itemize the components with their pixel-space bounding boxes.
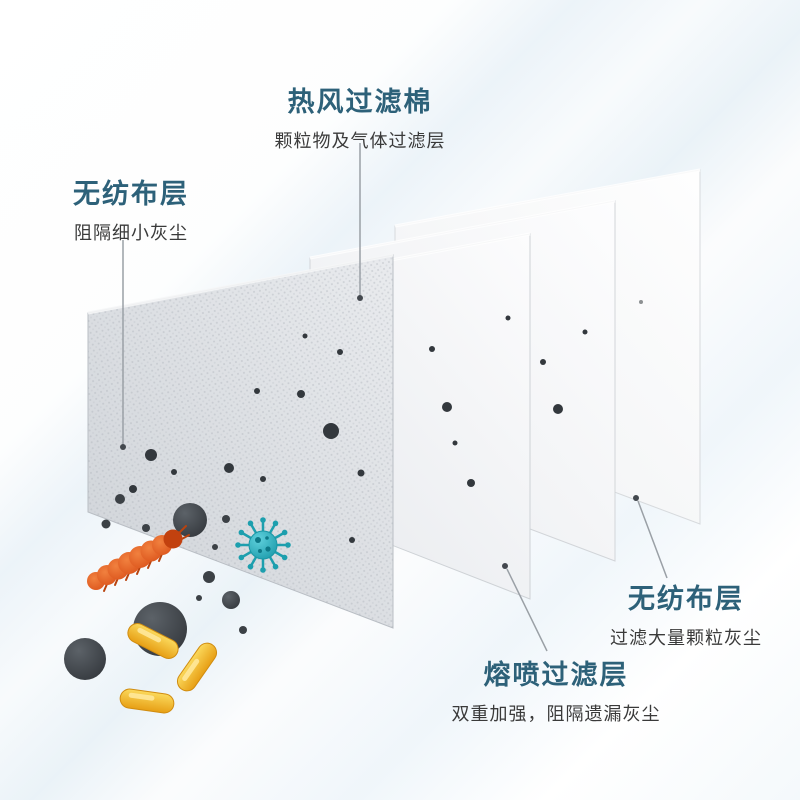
leader-line-right [637, 500, 668, 579]
rod-bacteria-icon [119, 623, 218, 714]
label-title: 热风过滤棉 [287, 87, 433, 117]
virus-icon [235, 517, 291, 573]
label-subtitle: 阻隔细小灰尘 [74, 223, 188, 243]
label-subtitle: 颗粒物及气体过滤层 [274, 131, 446, 151]
filter-layer-1 [87, 253, 394, 629]
label-title: 无纺布层 [73, 179, 189, 209]
label-title: 熔喷过滤层 [483, 660, 629, 690]
label-subtitle: 双重加强，阻隔遗漏灰尘 [451, 704, 661, 724]
bacteria-icon [87, 525, 190, 592]
label-title: 无纺布层 [628, 584, 744, 614]
label-nonwoven-back: 无纺布层 过滤大量颗粒灰尘 [610, 577, 762, 650]
label-nonwoven-front: 无纺布层 阻隔细小灰尘 [73, 172, 189, 245]
label-meltblown-filter: 熔喷过滤层 双重加强，阻隔遗漏灰尘 [452, 653, 661, 726]
leader-line-bottom [506, 568, 548, 652]
label-subtitle: 过滤大量颗粒灰尘 [610, 628, 762, 648]
label-hot-air-filter: 热风过滤棉 颗粒物及气体过滤层 [275, 80, 446, 153]
leader-lines [120, 143, 668, 652]
